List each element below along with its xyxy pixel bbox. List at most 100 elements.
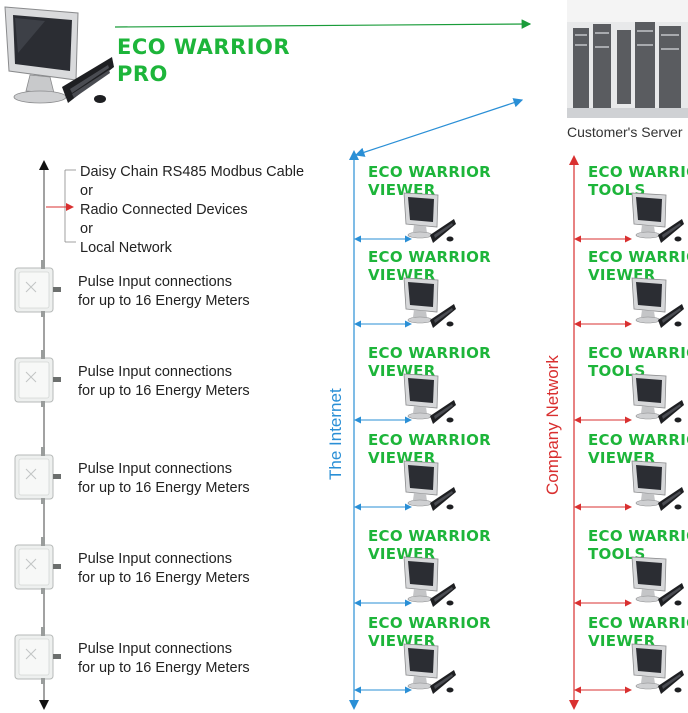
client-pc-icon [403, 643, 456, 694]
client-pc-icon [631, 277, 684, 328]
client-pc-icon [403, 373, 456, 424]
note-line: Daisy Chain RS485 Modbus Cable [80, 164, 305, 180]
client-pc [400, 459, 458, 522]
client-app-name: ECO WARRIORTOOLS [588, 163, 688, 199]
pulse-counter-device-icon [14, 260, 61, 317]
client-pc [628, 276, 686, 339]
bidirectional-arrow-icon [354, 686, 412, 694]
link-arrow [574, 412, 634, 430]
pro-to-server-line [114, 19, 532, 29]
pulse-counter-device-icon [14, 447, 61, 504]
pulse-unit-text: Pulse Input connections for up to 16 Ener… [78, 550, 250, 588]
client-app-name: ECO WARRIORTOOLS [588, 527, 688, 563]
pulse-line-2: for up to 16 Energy Meters [78, 383, 250, 399]
bidirectional-arrow-icon [354, 416, 412, 424]
client-brand-line-1: ECO WARRIOR [588, 344, 688, 362]
client-brand-line-2: TOOLS [588, 362, 646, 380]
bidirectional-arrow-icon [354, 599, 412, 607]
note-line: or [80, 183, 93, 199]
client-pc-icon [631, 556, 684, 607]
daisy-chain-notes: Daisy Chain RS485 Modbus Cable or Radio … [80, 163, 304, 258]
client-workstation: ECO WARRIORTOOLS [570, 163, 688, 248]
client-pc [628, 555, 686, 618]
client-brand-line-1: ECO WARRIOR [588, 163, 688, 181]
pulse-unit-text: Pulse Input connections for up to 16 Ener… [78, 460, 250, 498]
client-pc-icon [631, 192, 684, 243]
server-caption: Customer's Server [567, 124, 683, 140]
pulse-unit: Pulse Input connections for up to 16 Ener… [0, 537, 300, 597]
bidirectional-arrow-icon [354, 320, 412, 328]
pulse-unit: Pulse Input connections for up to 16 Ener… [0, 447, 300, 507]
link-arrow [354, 316, 414, 334]
link-arrow [574, 231, 634, 249]
client-pc [628, 191, 686, 254]
client-pc-icon [631, 373, 684, 424]
pulse-line-2: for up to 16 Energy Meters [78, 570, 250, 586]
pulse-line-2: for up to 16 Energy Meters [78, 293, 250, 309]
note-line: Radio Connected Devices [80, 202, 248, 218]
link-arrow [574, 499, 634, 517]
link-arrow [574, 595, 634, 613]
client-pc [628, 642, 686, 705]
bidirectional-arrow-icon [574, 599, 632, 607]
pulse-line-1: Pulse Input connections [78, 641, 232, 657]
client-pc [628, 459, 686, 522]
pulse-counter-device-icon [14, 627, 61, 684]
client-pc-icon [403, 460, 456, 511]
pulse-unit-text: Pulse Input connections for up to 16 Ener… [78, 273, 250, 311]
client-pc-icon [403, 556, 456, 607]
client-pc-icon [403, 192, 456, 243]
pulse-unit-text: Pulse Input connections for up to 16 Ener… [78, 640, 250, 678]
client-pc-icon [631, 643, 684, 694]
client-brand-line-1: ECO WARRIOR [588, 431, 688, 449]
link-arrow [574, 316, 634, 334]
pulse-line-2: for up to 16 Energy Meters [78, 480, 250, 496]
bidirectional-arrow-icon [574, 416, 632, 424]
workstation-pc-icon [4, 6, 114, 104]
client-brand-line-1: ECO WARRIOR [588, 527, 688, 545]
bidirectional-arrow-icon [574, 320, 632, 328]
note-line: Local Network [80, 240, 172, 256]
client-pc [400, 642, 458, 705]
company-network-label: Company Network [543, 355, 562, 495]
bidirectional-arrow-icon [574, 503, 632, 511]
pulse-counter-device-icon [14, 537, 61, 594]
bidirectional-arrow-icon [354, 503, 412, 511]
pulse-unit: Pulse Input connections for up to 16 Ener… [0, 627, 300, 687]
link-arrow [354, 499, 414, 517]
server-to-internet-line [354, 98, 524, 157]
server-room-image [567, 0, 688, 118]
pulse-unit: Pulse Input connections for up to 16 Ener… [0, 260, 300, 320]
pulse-line-1: Pulse Input connections [78, 551, 232, 567]
client-brand-line-1: ECO WARRIOR [368, 248, 491, 266]
client-workstation: ECO WARRIORTOOLS [570, 344, 688, 429]
pulse-counter-device-icon [14, 350, 61, 407]
client-brand-line-2: TOOLS [588, 181, 646, 199]
link-arrow [354, 682, 414, 700]
pulse-line-1: Pulse Input connections [78, 461, 232, 477]
client-app-name: ECO WARRIORTOOLS [588, 344, 688, 380]
brand-line-2: PRO [117, 62, 168, 86]
eco-warrior-pro-title: ECO WARRIOR PRO [117, 34, 290, 88]
note-line: or [80, 221, 93, 237]
pulse-line-2: for up to 16 Energy Meters [78, 660, 250, 676]
brand-line-1: ECO WARRIOR [117, 35, 291, 59]
client-brand-line-2: TOOLS [588, 545, 646, 563]
link-arrow [354, 595, 414, 613]
pulse-line-1: Pulse Input connections [78, 274, 232, 290]
bidirectional-arrow-icon [574, 686, 632, 694]
client-brand-line-1: ECO WARRIOR [368, 527, 491, 545]
link-arrow [354, 412, 414, 430]
